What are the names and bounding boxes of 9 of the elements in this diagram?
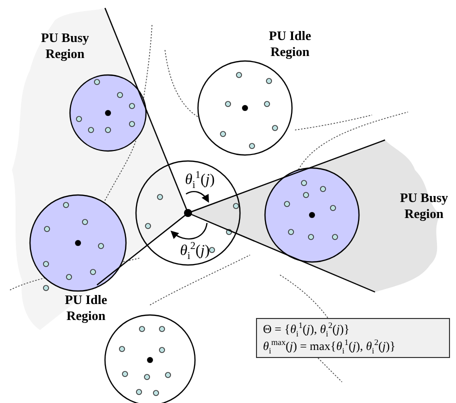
formula-text: θ$_{i}$$^{max}$(j) = max{θ$_{i}$$^{1}$(j), θ$_{i}$$^{2}$(j)}: [263, 338, 396, 355]
angle-label: θ$_{i}$$^{2}$(j): [180, 242, 210, 260]
region-label: PU Busy Region: [40, 30, 90, 62]
formula-text: Θ = {θ$_{i}$$^{1}$(j), θ$_{i}$$^{2}$(j)}: [263, 321, 350, 338]
region-label: PU Idle Region: [64, 292, 108, 324]
formula-box: [256, 318, 450, 358]
angle-label: θ$_{i}$$^{1}$(j): [185, 171, 215, 189]
region-label: PU Busy Region: [398, 190, 450, 222]
region-label: PU Idle Region: [268, 28, 312, 60]
